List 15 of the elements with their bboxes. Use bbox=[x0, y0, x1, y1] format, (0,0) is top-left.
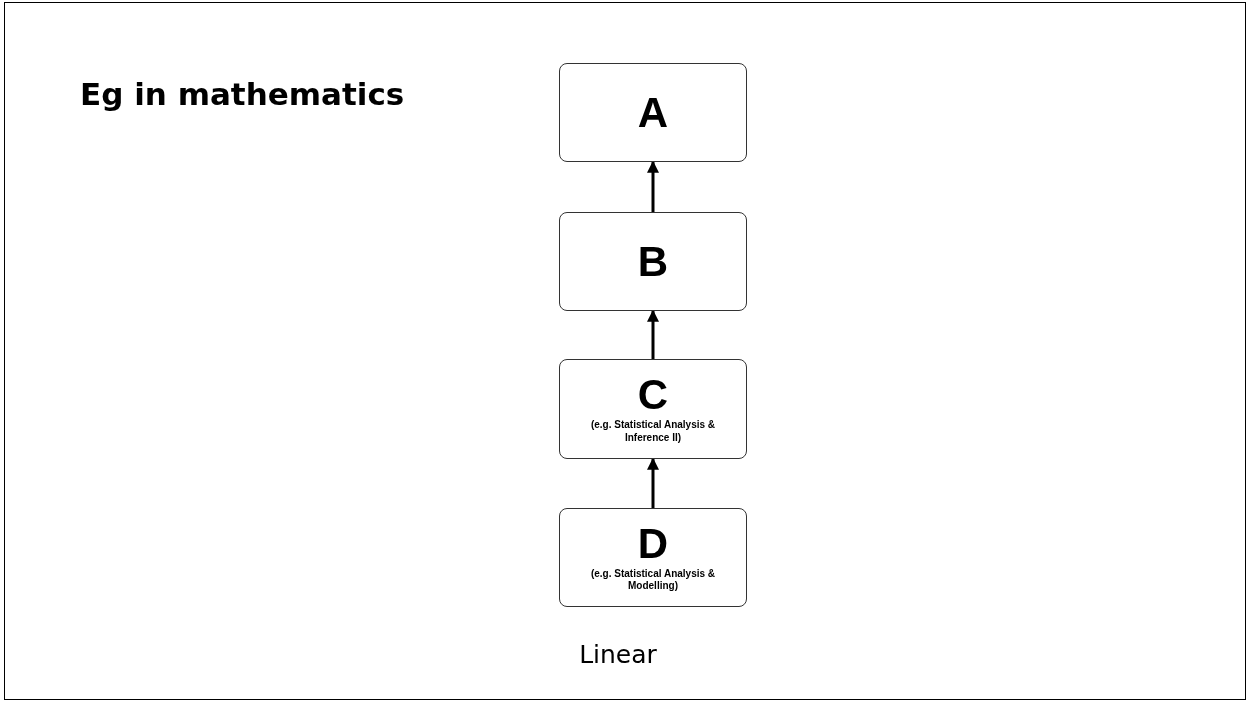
process-box bbox=[559, 359, 747, 459]
process-box bbox=[559, 63, 747, 162]
arrow bbox=[647, 160, 659, 212]
caption: Linear bbox=[578, 640, 658, 669]
example-text: (e.g. Statistical Analysis & Modelling) bbox=[589, 567, 717, 593]
example-text: (e.g. Statistical Analysis & Inference II) bbox=[589, 419, 717, 444]
box-letter: A bbox=[637, 91, 669, 134]
arrow bbox=[647, 309, 659, 359]
process-box bbox=[559, 212, 747, 311]
box-letter: B bbox=[637, 240, 669, 283]
arrow bbox=[647, 457, 659, 508]
box-letter: D bbox=[637, 522, 669, 565]
box-letter: C bbox=[637, 374, 669, 416]
slide-title: Eg in mathematics bbox=[80, 76, 405, 112]
process-box bbox=[559, 508, 747, 607]
